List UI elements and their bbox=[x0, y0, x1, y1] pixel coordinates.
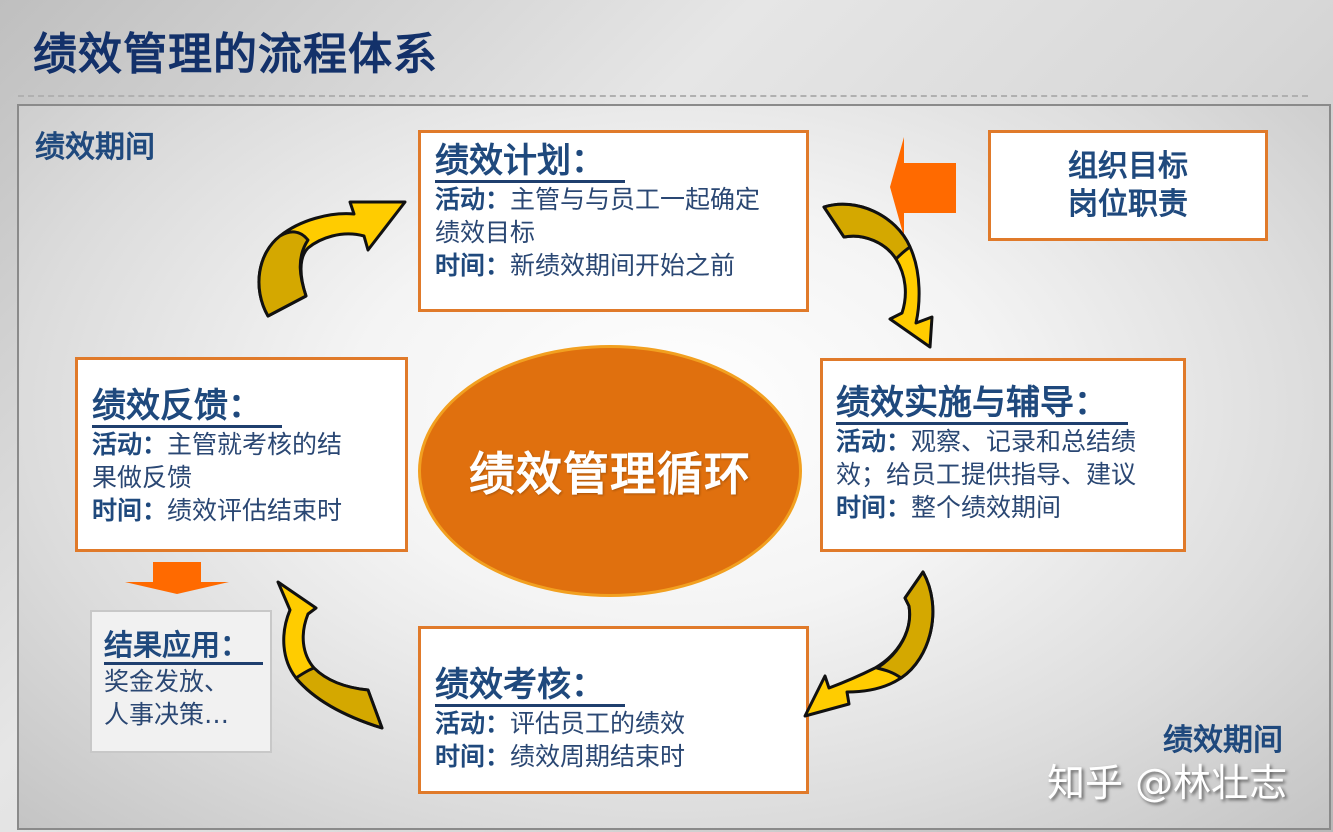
time-text: 新绩效期间开始之前 bbox=[510, 251, 736, 281]
inputs-line-1: 组织目标 bbox=[1068, 148, 1188, 184]
time-label: 时间： bbox=[836, 493, 912, 523]
activity-label: 活动： bbox=[435, 185, 511, 215]
stage-assess-box: 绩效考核： 活动：评估员工的绩效 时间：绩效周期结束时 bbox=[418, 626, 809, 794]
stage-feedback-activity: 活动：主管就考核的结 bbox=[92, 428, 405, 461]
activity-text: 主管就考核的结 bbox=[167, 430, 343, 460]
result-application-box: 结果应用： 奖金发放、 人事决策… bbox=[90, 610, 272, 753]
curved-arrow-assess-to-feedback-icon bbox=[276, 580, 384, 730]
time-label: 时间： bbox=[435, 251, 511, 281]
curved-arrow-implement-to-assess-icon bbox=[803, 570, 935, 718]
activity-text: 观察、记录和总结绩 bbox=[911, 427, 1137, 457]
stage-implement-time: 时间：整个绩效期间 bbox=[836, 491, 1183, 524]
stage-feedback-time: 时间：绩效评估结束时 bbox=[92, 494, 405, 527]
time-label: 时间： bbox=[435, 742, 511, 772]
inputs-box: 组织目标 岗位职责 bbox=[988, 130, 1268, 241]
left-block-arrow-icon bbox=[890, 137, 956, 237]
result-application-line-2: 人事决策… bbox=[104, 699, 230, 729]
activity-label: 活动： bbox=[836, 427, 912, 457]
curved-arrow-feedback-to-plan-icon bbox=[257, 200, 407, 318]
watermark: 知乎 @林壮志 bbox=[1047, 761, 1288, 805]
stage-plan-activity-cont: 绩效目标 bbox=[435, 218, 536, 248]
time-text: 绩效周期结束时 bbox=[510, 742, 686, 772]
stage-plan-time: 时间：新绩效期间开始之前 bbox=[435, 249, 806, 282]
page-title: 绩效管理的流程体系 bbox=[33, 29, 438, 80]
stage-assess-activity: 活动：评估员工的绩效 bbox=[435, 707, 806, 740]
stage-plan-box: 绩效计划： 活动：主管与与员工一起确定 绩效目标 时间：新绩效期间开始之前 bbox=[418, 130, 809, 312]
inputs-line-2: 岗位职责 bbox=[1068, 186, 1188, 222]
activity-text: 评估员工的绩效 bbox=[510, 709, 686, 739]
activity-label: 活动： bbox=[92, 430, 168, 460]
stage-feedback-activity-cont: 果做反馈 bbox=[92, 463, 193, 493]
divider bbox=[18, 95, 1308, 97]
stage-implement-box: 绩效实施与辅导： 活动：观察、记录和总结绩 效；给员工提供指导、建议 时间：整个… bbox=[820, 358, 1186, 552]
stage-implement-activity-cont: 效；给员工提供指导、建议 bbox=[836, 460, 1137, 490]
time-text: 整个绩效期间 bbox=[911, 493, 1062, 523]
activity-text: 主管与与员工一起确定 bbox=[510, 185, 761, 215]
time-text: 绩效评估结束时 bbox=[167, 496, 343, 526]
period-label-top: 绩效期间 bbox=[35, 130, 155, 165]
result-application-line-1: 奖金发放、 bbox=[104, 666, 230, 696]
center-cycle-label: 绩效管理循环 bbox=[469, 447, 751, 501]
activity-label: 活动： bbox=[435, 709, 511, 739]
time-label: 时间： bbox=[92, 496, 168, 526]
center-cycle-ellipse: 绩效管理循环 bbox=[418, 345, 802, 597]
stage-feedback-box: 绩效反馈： 活动：主管就考核的结 果做反馈 时间：绩效评估结束时 bbox=[75, 357, 408, 552]
stage-implement-activity: 活动：观察、记录和总结绩 bbox=[836, 425, 1183, 458]
result-application-heading: 结果应用： bbox=[104, 629, 264, 665]
stage-assess-heading: 绩效考核： bbox=[435, 666, 625, 708]
curved-arrow-plan-to-implement-icon bbox=[822, 202, 934, 349]
stage-feedback-heading: 绩效反馈： bbox=[92, 387, 282, 429]
stage-plan-activity: 活动：主管与与员工一起确定 bbox=[435, 183, 806, 216]
down-block-arrow-icon bbox=[125, 562, 229, 594]
stage-implement-heading: 绩效实施与辅导： bbox=[836, 384, 1128, 426]
stage-assess-time: 时间：绩效周期结束时 bbox=[435, 740, 806, 773]
stage-plan-heading: 绩效计划： bbox=[435, 142, 625, 184]
period-label-bottom: 绩效期间 bbox=[1163, 723, 1283, 758]
